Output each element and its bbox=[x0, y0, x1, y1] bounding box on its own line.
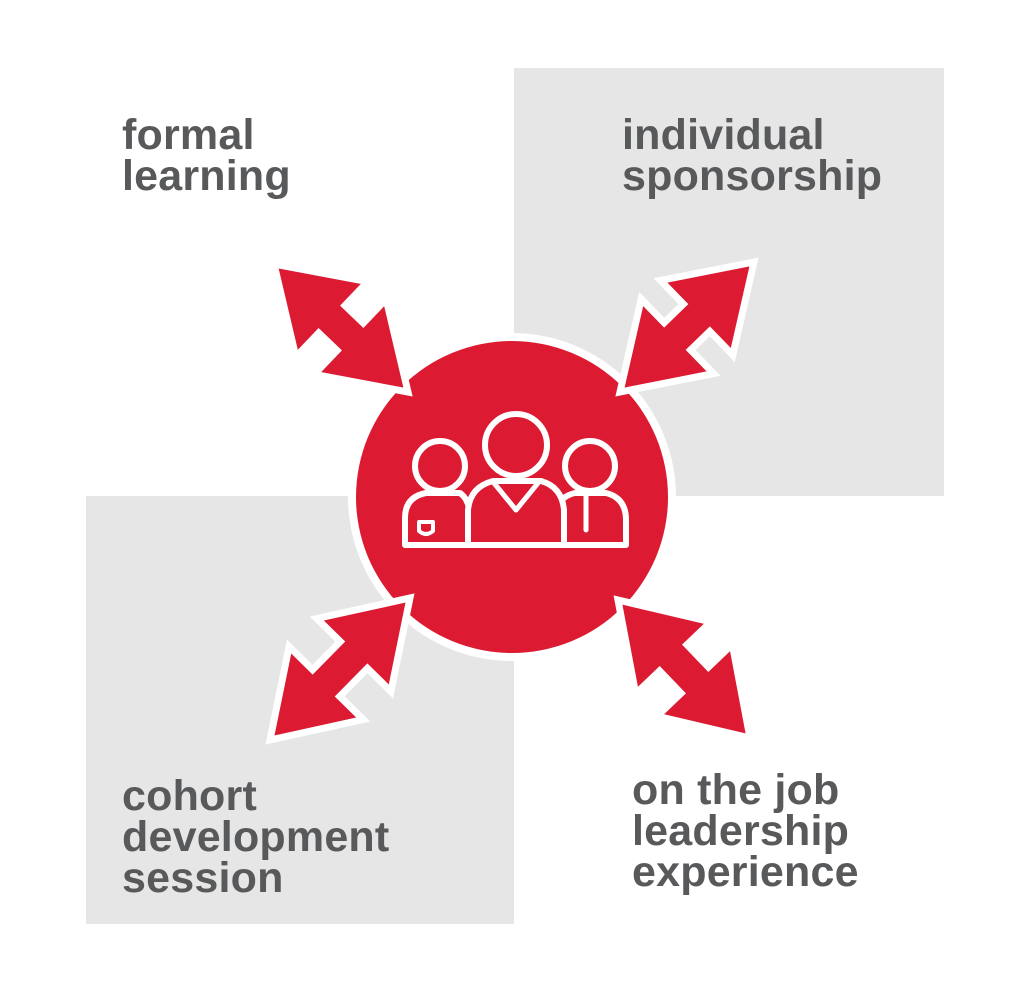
node-label-line: session bbox=[122, 854, 284, 902]
node-label-line: development bbox=[122, 813, 390, 861]
node-label-line: sponsorship bbox=[622, 152, 883, 200]
group-of-people-icon bbox=[402, 411, 629, 548]
double-headed-arrow-icon bbox=[269, 259, 413, 397]
node-label-on-the-job-leadership-experience: on the job leadership experience bbox=[632, 766, 859, 896]
node-label-line: experience bbox=[632, 848, 859, 896]
node-label-line: cohort bbox=[122, 772, 257, 820]
node-label-formal-learning: formal learning bbox=[122, 111, 291, 200]
node-label-individual-sponsorship: individual sponsorship bbox=[622, 111, 883, 200]
double-headed-arrow-icon bbox=[265, 593, 415, 745]
node-label-line: on the job bbox=[632, 766, 840, 814]
arrow-sponsor bbox=[615, 257, 759, 397]
double-headed-arrow-icon bbox=[613, 595, 755, 743]
node-label-line: formal bbox=[122, 111, 255, 159]
arrow-job bbox=[613, 595, 755, 743]
arrow-formal bbox=[269, 259, 413, 397]
double-headed-arrow-icon bbox=[615, 257, 759, 397]
arrow-cohort bbox=[265, 593, 415, 745]
node-label-line: learning bbox=[122, 152, 291, 200]
node-label-cohort-development-session: cohort development session bbox=[122, 772, 390, 902]
node-label-line: leadership bbox=[632, 807, 850, 855]
node-label-line: individual bbox=[622, 111, 825, 159]
